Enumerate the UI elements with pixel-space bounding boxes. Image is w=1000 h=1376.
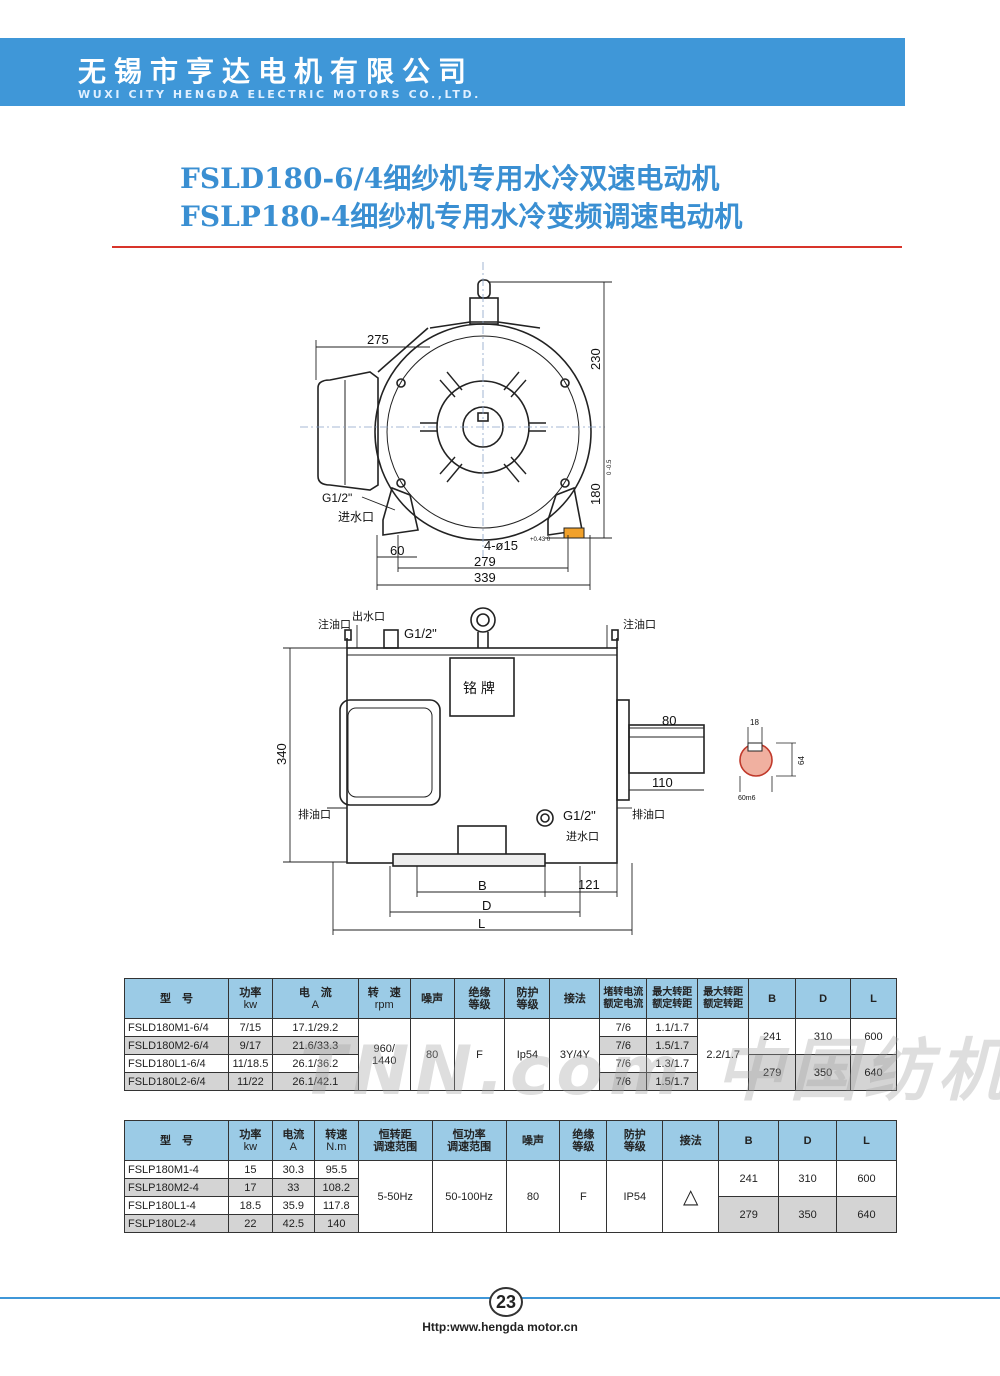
nameplate-label: 铭 牌 [463, 680, 495, 696]
dim-180: 180 [588, 483, 603, 505]
key-width: 18 [750, 718, 759, 727]
oil-drain-left: 排油口 [298, 807, 331, 821]
nameplate-box [449, 657, 515, 717]
col-const-power: 恒功率调速范围 [431, 1120, 507, 1161]
company-name-cn: 无锡市亨达电机有限公司 [78, 55, 475, 88]
terminal-box-side [339, 699, 441, 806]
water-inlet-front: 进水口 [338, 510, 374, 524]
company-name-en: WUXI CITY HENGDA ELECTRIC MOTORS CO.,LTD… [78, 88, 481, 101]
dim-339: 339 [474, 570, 496, 585]
thread-label-front: G1/2" [322, 491, 352, 505]
table-row: FSLP180L1-4 18.5 35.9 117.8 279 350 640 [124, 1196, 897, 1233]
col-protection: 防护等级 [606, 1120, 664, 1161]
dim-121: 121 [578, 877, 600, 892]
col-const-torque: 恒转距调速范围 [357, 1120, 433, 1161]
table-row: FSLP180L2-4 22 42.5 140 [124, 1214, 897, 1233]
dim-180-tolerance: 0 -0.5 [607, 459, 613, 475]
dim-80: 80 [662, 713, 676, 728]
col-connection: 接法 [662, 1120, 720, 1161]
water-inlet-side: 进水口 [566, 830, 599, 843]
oil-drain-right: 排油口 [632, 807, 665, 821]
water-outlet: 出水口 [352, 609, 385, 623]
col-stall-ratio: 堵转电流额定电流 [599, 978, 648, 1019]
motor-drawing: 275 230 180 0 -0.5 60 279 339 4-ø15 +0.4… [274, 262, 806, 935]
thread-label-top: G1/2" [404, 626, 437, 641]
terminal-box-front [317, 371, 379, 491]
lifting-eye-side [470, 607, 496, 633]
col-insulation: 绝缘等级 [453, 978, 506, 1019]
dim-275: 275 [367, 332, 389, 347]
shaft-fit: 60m6 [738, 795, 756, 802]
table-row: FSLP180M1-4 15 30.3 95.5 5-50Hz 50-100Hz… [124, 1160, 897, 1233]
dim-230: 230 [588, 348, 603, 370]
oil-inlet-left: 注油口 [318, 617, 351, 631]
title-divider [112, 246, 902, 248]
key-height: 64 [797, 756, 806, 765]
watermark: TNN.com 中国纺机网 [300, 1032, 1000, 1111]
oil-inlet-right: 注油口 [623, 617, 656, 631]
col-noise: 噪声 [409, 978, 455, 1019]
company-header-band: 无锡市亨达电机有限公司 WUXI CITY HENGDA ELECTRIC MO… [0, 38, 905, 106]
col-maxtorque-merged: 最大转距额定转距 [697, 978, 750, 1019]
table-row: FSLD180L2-6/4 11/22 26.1/42.1 7/6 1.5/1.… [124, 1072, 897, 1091]
col-D: D [795, 978, 851, 1019]
col-L: L [849, 978, 898, 1019]
col-B: B [748, 978, 797, 1019]
footer-url: Http:www.hengda motor.cn [422, 1320, 578, 1334]
dim-60: 60 [390, 543, 404, 558]
col-model: 型 号 [124, 1120, 229, 1161]
table-row: FSLD180M1-6/4 7/15 17.1/29.2 960/1440 80… [124, 1018, 898, 1091]
col-connection: 接法 [549, 978, 601, 1019]
col-B: B [718, 1120, 780, 1161]
table-row: FSLP180M2-4 17 33 108.2 [124, 1178, 897, 1197]
col-maxtorque-ratio: 最大转距额定转距 [646, 978, 699, 1019]
dim-110: 110 [652, 775, 673, 790]
dim-B: B [478, 878, 487, 893]
col-insulation: 绝缘等级 [559, 1120, 608, 1161]
hole-tolerance: +0.43 0 [530, 537, 551, 543]
page-title-line1: FSLD180-6/4细纱机专用水冷双速电动机 [180, 162, 720, 195]
col-noise: 噪声 [505, 1120, 561, 1161]
col-D: D [778, 1120, 837, 1161]
dim-L: L [478, 916, 485, 931]
dim-340: 340 [274, 743, 289, 765]
page-title-line2: FSLP180-4细纱机专用水冷变频调速电动机 [180, 200, 743, 233]
hole-spec: 4-ø15 [484, 538, 518, 553]
col-protection: 防护等级 [504, 978, 551, 1019]
motor-shaft-side [628, 724, 705, 774]
dim-279: 279 [474, 554, 496, 569]
thread-label-side: G1/2" [563, 808, 596, 823]
col-L: L [836, 1120, 897, 1161]
col-model: 型 号 [124, 978, 229, 1019]
page-number: 23 [489, 1287, 523, 1317]
dim-D: D [482, 898, 491, 913]
